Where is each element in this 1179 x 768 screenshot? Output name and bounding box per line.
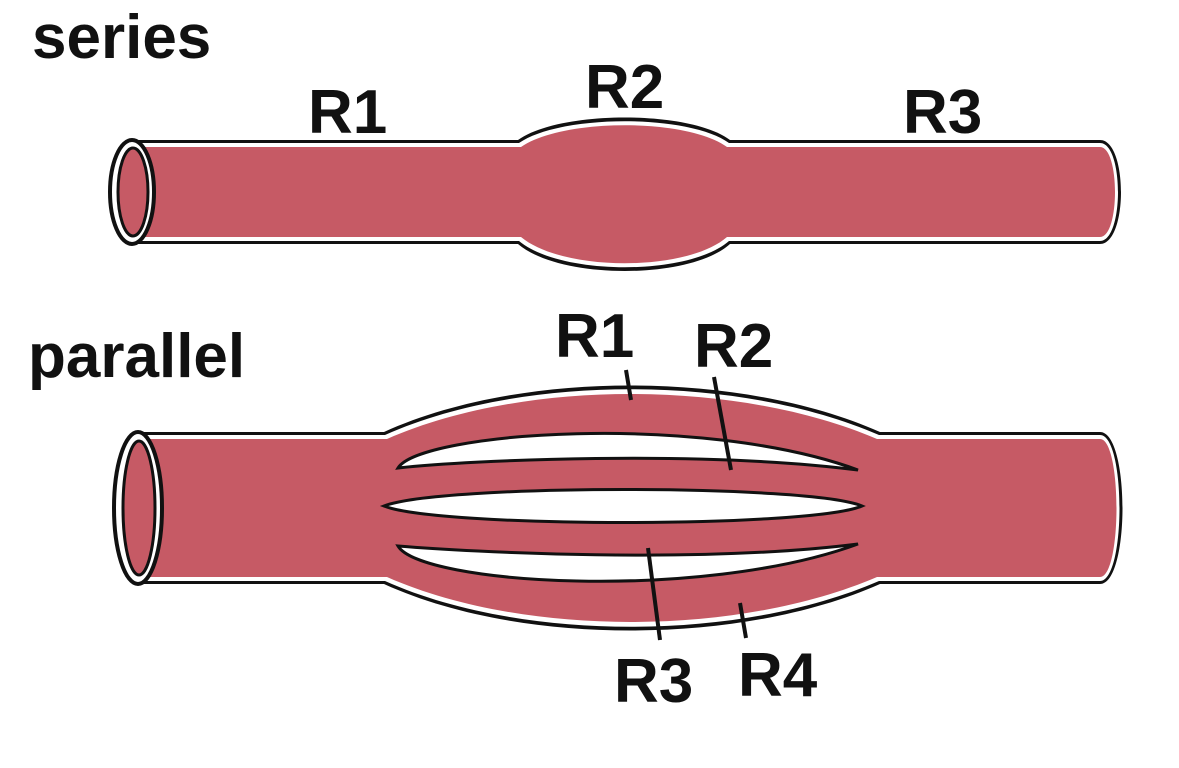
parallel-gap-2: [379, 488, 866, 524]
series-group: series R1 R2 R3: [32, 3, 1121, 271]
leader-line-r4: [738, 602, 748, 639]
leader-line-r2: [712, 376, 733, 471]
series-label-r3: R3: [903, 78, 982, 147]
parallel-gap-3: [395, 542, 859, 583]
series-vessel-lumen: [116, 146, 150, 238]
parallel-label-r1: R1: [555, 302, 634, 371]
parallel-vessel-lumen: [121, 439, 157, 577]
parallel-label-r2: R2: [694, 312, 773, 381]
series-heading: series: [32, 3, 211, 72]
parallel-gap-1: [395, 431, 859, 472]
series-label-r2: R2: [585, 53, 664, 122]
series-vessel-body: [135, 125, 1115, 264]
series-label-r1: R1: [308, 78, 387, 147]
parallel-group: parallel R1 R2 R3 R4: [28, 302, 1123, 716]
parallel-heading: parallel: [28, 322, 245, 391]
leader-line-r1: [624, 369, 633, 401]
parallel-label-r4: R4: [738, 641, 818, 710]
leader-line-r3: [646, 547, 662, 641]
parallel-label-r3: R3: [614, 647, 693, 716]
